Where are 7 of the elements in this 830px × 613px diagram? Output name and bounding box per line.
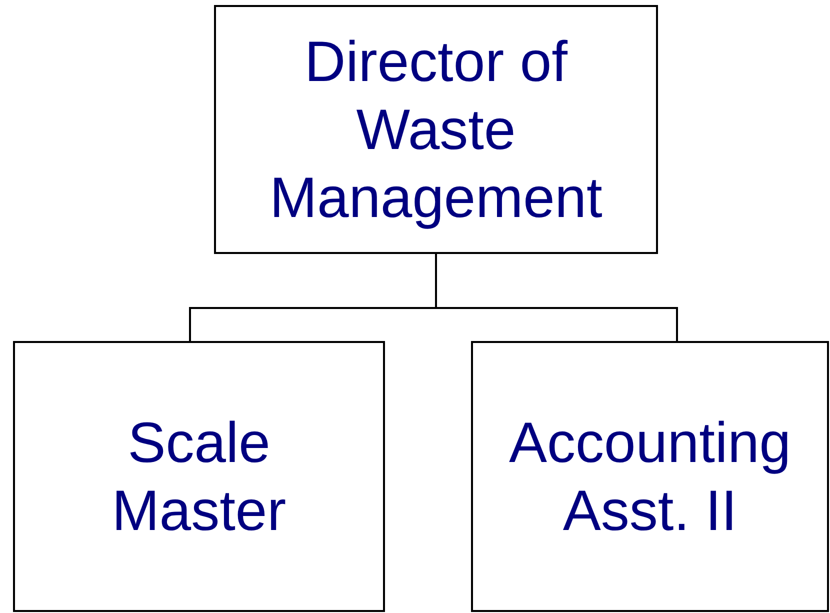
position-title: Scale Master	[110, 410, 288, 544]
position-box	[13, 341, 385, 612]
position-box	[214, 5, 658, 254]
connector-line	[435, 254, 678, 341]
position-title: Director of Waste Management	[268, 28, 604, 232]
position-box	[471, 341, 829, 612]
position-title: Accounting Asst. II	[508, 410, 792, 544]
